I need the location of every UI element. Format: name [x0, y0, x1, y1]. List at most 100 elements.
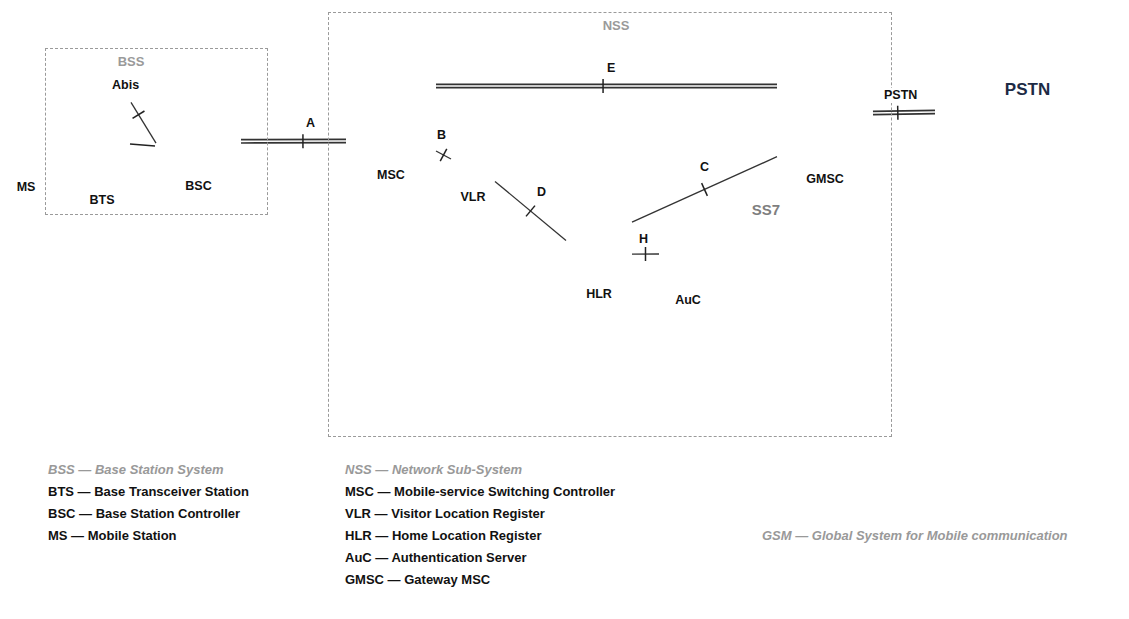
interface-label: A [306, 116, 315, 131]
link-line [873, 112, 935, 113]
tower-lattice [96, 164, 109, 165]
cube-side [850, 33, 873, 168]
cube-top [156, 111, 241, 122]
cube-front [346, 48, 414, 164]
cube-cross [347, 49, 413, 163]
phone-key [31, 164, 36, 169]
server-box: AuC [659, 213, 717, 313]
switch-cube: GMSC [777, 33, 873, 190]
interface-link [873, 106, 935, 120]
link-line [436, 83, 777, 88]
ellipse-icon [369, 86, 859, 286]
cylinder-body [451, 150, 495, 187]
node-label: BTS [90, 193, 115, 208]
phone-key [31, 140, 36, 145]
node-label: BSC [185, 179, 211, 194]
switch-cube: MSC [346, 36, 436, 186]
cube-top [346, 36, 436, 48]
interface-tick [440, 149, 447, 161]
legend-text: BTS — Base Transceiver Station [48, 484, 249, 500]
interface-tick [897, 106, 899, 120]
phone-key [17, 132, 22, 137]
cube-top [777, 33, 873, 46]
server-side [707, 213, 717, 291]
cube-cross [347, 49, 413, 163]
phone-key [24, 140, 29, 145]
cube-side [414, 36, 436, 164]
cloud-outline [950, 51, 1114, 140]
interface-tick [526, 206, 535, 217]
cylinder-top [452, 143, 495, 157]
interface-link [241, 134, 346, 148]
legend-text: VLR — Visitor Location Register [345, 506, 545, 522]
phone-body [13, 105, 40, 177]
phone-key [17, 140, 22, 145]
tower-lattice [92, 175, 112, 176]
cube-cross [778, 47, 849, 167]
node-label: AuC [675, 293, 701, 308]
interface-label: E [607, 61, 615, 76]
interface-label: Abis [112, 78, 139, 93]
interface-link [632, 247, 659, 261]
interface-tick [302, 134, 304, 148]
phone-key [24, 164, 29, 169]
cyl-icon [566, 213, 632, 283]
legend-text: MS — Mobile Station [48, 528, 177, 544]
interface-link [131, 102, 156, 143]
link-line-gap [436, 85, 777, 87]
phone-key [31, 156, 36, 161]
node-label: PSTN [1005, 80, 1050, 100]
phone-key [17, 156, 22, 161]
interface-label: B [437, 128, 446, 143]
interface-tick [133, 111, 145, 118]
switch-cube: BSC [156, 111, 241, 203]
tower-lattice [92, 127, 115, 138]
cube-icon [156, 111, 241, 169]
network-cloud: PSTN [935, 40, 1120, 145]
database-cylinder: HLR [566, 213, 632, 305]
server-slot [683, 231, 699, 237]
server-panel [667, 256, 687, 278]
node-label: SS7 [752, 201, 780, 219]
legend-text: GSM — Global System for Mobile communica… [762, 528, 1068, 544]
link-line [131, 102, 156, 143]
legend-text: NSS — Network Sub-System [345, 462, 522, 478]
cube-cross [157, 123, 220, 168]
tower-lattice [99, 105, 106, 106]
node-label: MSC [377, 168, 405, 183]
link-line [495, 181, 566, 240]
cube-front [777, 46, 850, 168]
interface-link [436, 149, 451, 161]
subsystem-box: BTS BSC BSS [45, 48, 268, 215]
cyl-icon [451, 143, 495, 187]
ss7-ellipse [370, 87, 858, 285]
server-icon [659, 213, 717, 291]
tower-lattice [99, 153, 106, 154]
interface-tick [645, 247, 647, 261]
interface-label: PSTN [882, 88, 919, 103]
tower-body [89, 95, 115, 138]
cube-side [221, 111, 241, 169]
cube-cross [157, 123, 220, 168]
database-cylinder: VLR [451, 143, 495, 207]
mobile-station: MS [2, 93, 50, 198]
phone-screen [17, 111, 37, 126]
node-label: GMSC [806, 172, 844, 187]
tower-lattice [99, 154, 109, 165]
phone-key [31, 132, 36, 137]
node-label: BSS [118, 54, 145, 70]
link-line-gap [241, 140, 346, 142]
node-label: NSS [603, 18, 630, 34]
phone-key [17, 164, 22, 169]
phone-key [31, 148, 36, 153]
tower-lattice [92, 175, 115, 186]
link-line-gap [873, 112, 935, 113]
server-top [659, 213, 717, 223]
interface-tick [602, 79, 604, 93]
tower-lattice [96, 165, 112, 176]
phone-key [24, 148, 29, 153]
tower-link [102, 95, 131, 102]
phone-key [24, 132, 29, 137]
legend-text: HLR — Home Location Register [345, 528, 541, 544]
